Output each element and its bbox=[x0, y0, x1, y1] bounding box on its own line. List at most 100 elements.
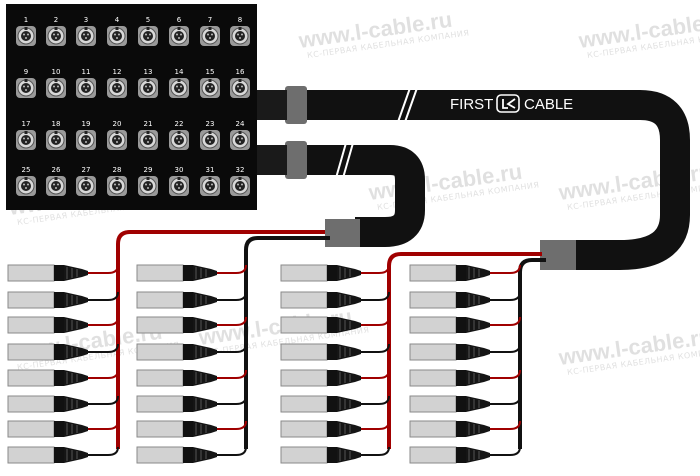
plug-boot bbox=[337, 344, 361, 360]
plug-shell bbox=[280, 291, 328, 309]
plug-shell bbox=[280, 369, 328, 387]
fanout-wire bbox=[490, 369, 521, 379]
fanout-wire bbox=[88, 264, 119, 274]
jack-number: 11 bbox=[82, 68, 91, 76]
xlr-female-jack: 5 bbox=[138, 16, 158, 46]
xlr-female-jack: 24 bbox=[230, 120, 250, 150]
fanout-wire bbox=[490, 264, 521, 274]
plug-shell bbox=[409, 343, 457, 361]
plug-boot bbox=[193, 292, 217, 308]
fanout-wire bbox=[490, 291, 521, 301]
plug-boot bbox=[337, 396, 361, 412]
plug-boot bbox=[64, 344, 88, 360]
plug-shell bbox=[280, 446, 328, 464]
plug-collar bbox=[54, 447, 64, 463]
jack-number: 15 bbox=[206, 68, 215, 76]
plug-collar bbox=[327, 447, 337, 463]
xlr-male-plug bbox=[280, 343, 361, 361]
jack-number: 25 bbox=[22, 166, 31, 174]
fanout-wire bbox=[217, 316, 247, 326]
fanout-wire bbox=[361, 369, 390, 379]
jack-insert bbox=[112, 31, 122, 41]
xlr-female-jack: 3 bbox=[76, 16, 96, 46]
fanout-wire bbox=[490, 343, 521, 353]
xlr-plug-group bbox=[136, 264, 217, 464]
xlr-female-jack: 9 bbox=[16, 68, 36, 98]
plug-collar bbox=[54, 421, 64, 437]
fanout-wire bbox=[88, 343, 119, 353]
xlr-female-jack: 18 bbox=[46, 120, 66, 150]
xlr-male-plug bbox=[280, 264, 361, 282]
jack-number: 17 bbox=[22, 120, 31, 128]
second-cable-boot bbox=[257, 145, 287, 175]
xlr-female-jack: 16 bbox=[230, 68, 250, 98]
xlr-male-plug bbox=[280, 446, 361, 464]
fanout-trunk bbox=[244, 236, 330, 449]
xlr-male-plug bbox=[280, 291, 361, 309]
jack-number: 28 bbox=[113, 166, 122, 174]
jack-insert bbox=[21, 83, 31, 93]
plug-shell bbox=[7, 316, 55, 334]
xlr-male-plug bbox=[7, 446, 88, 464]
plug-shell bbox=[136, 264, 184, 282]
plug-boot bbox=[64, 447, 88, 463]
jack-insert bbox=[205, 181, 215, 191]
xlr-female-jack: 14 bbox=[169, 68, 189, 98]
plug-collar bbox=[183, 265, 193, 281]
plug-collar bbox=[54, 370, 64, 386]
xlr-female-jack: 23 bbox=[200, 120, 220, 150]
jack-number: 26 bbox=[52, 166, 61, 174]
jack-insert bbox=[235, 83, 245, 93]
xlr-male-plug bbox=[280, 420, 361, 438]
xlr-male-plug bbox=[280, 395, 361, 413]
plug-shell bbox=[136, 343, 184, 361]
plug-boot bbox=[466, 447, 490, 463]
plug-shell bbox=[280, 264, 328, 282]
main-cable: FIRST CABLE bbox=[257, 86, 690, 270]
plug-boot bbox=[466, 370, 490, 386]
plug-collar bbox=[456, 370, 466, 386]
jack-number: 29 bbox=[144, 166, 153, 174]
fanout-wire bbox=[88, 316, 119, 326]
xlr-female-jack: 1 bbox=[16, 16, 36, 46]
fanout-wire bbox=[217, 343, 247, 353]
plug-collar bbox=[456, 447, 466, 463]
xlr-female-jack: 22 bbox=[169, 120, 189, 150]
plug-boot bbox=[337, 370, 361, 386]
xlr-female-jack: 12 bbox=[107, 68, 127, 98]
plug-collar bbox=[456, 292, 466, 308]
jack-number: 16 bbox=[236, 68, 245, 76]
plug-boot bbox=[64, 421, 88, 437]
jack-insert bbox=[51, 135, 61, 145]
plug-shell bbox=[7, 420, 55, 438]
xlr-female-jack: 26 bbox=[46, 166, 66, 196]
fanout-group-tail bbox=[490, 258, 546, 456]
jack-insert bbox=[174, 83, 184, 93]
plug-boot bbox=[64, 317, 88, 333]
plug-shell bbox=[409, 369, 457, 387]
plug-shell bbox=[136, 395, 184, 413]
fanout-wire bbox=[217, 420, 247, 430]
jack-number: 13 bbox=[144, 68, 153, 76]
xlr-female-jack: 10 bbox=[46, 68, 66, 98]
plug-collar bbox=[327, 370, 337, 386]
xlr-plugs bbox=[7, 264, 490, 464]
xlr-male-plug bbox=[136, 420, 217, 438]
plug-shell bbox=[7, 395, 55, 413]
fanout-trunk bbox=[518, 258, 546, 449]
xlr-female-jack: 13 bbox=[138, 68, 158, 98]
plug-boot bbox=[193, 447, 217, 463]
plug-shell bbox=[7, 264, 55, 282]
fanout-group-tail bbox=[361, 252, 542, 456]
second-cable bbox=[257, 141, 425, 247]
jack-insert bbox=[143, 31, 153, 41]
jack-insert bbox=[174, 135, 184, 145]
plug-shell bbox=[409, 264, 457, 282]
fanout-wire bbox=[361, 316, 390, 326]
fanout-wire bbox=[217, 291, 247, 301]
plug-shell bbox=[280, 316, 328, 334]
fanout-wire bbox=[361, 420, 390, 430]
plug-collar bbox=[456, 344, 466, 360]
jack-number: 4 bbox=[115, 16, 120, 24]
